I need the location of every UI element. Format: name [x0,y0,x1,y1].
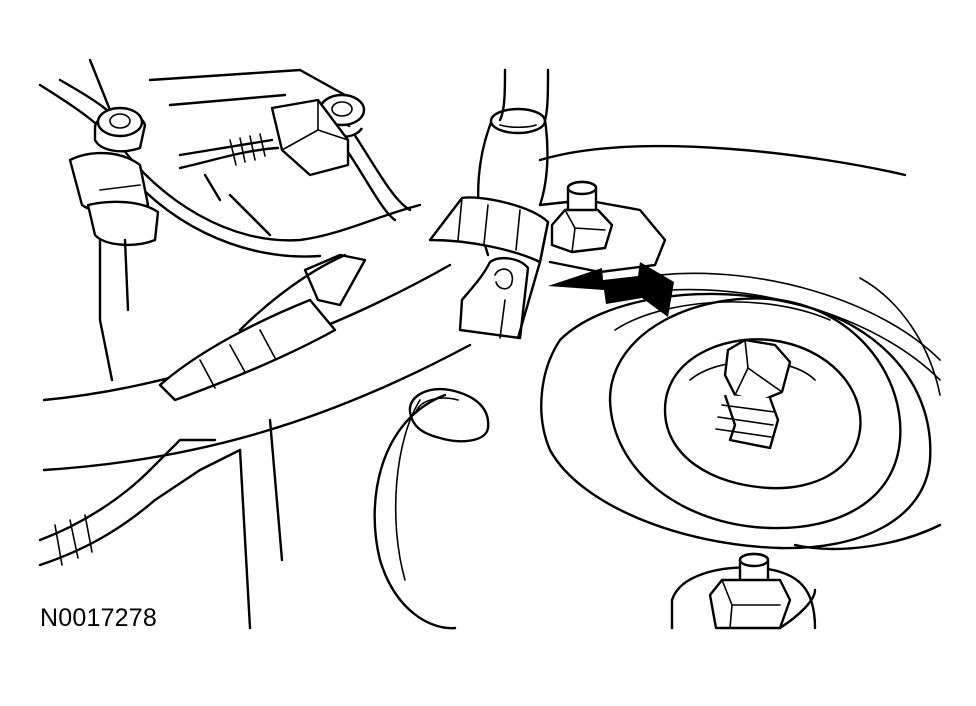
wiring-harness [38,253,367,630]
strut-mount [540,272,941,550]
callout-arrow [548,262,674,317]
mount-nut-upper [538,180,667,274]
figure-id-label: N0017278 [40,604,157,632]
hose-clip [428,196,550,340]
oval-slot [408,387,490,443]
wire-connector [178,98,350,237]
center-stud [715,338,792,450]
mount-nut-lower [670,552,817,630]
fitting-left [68,106,160,382]
